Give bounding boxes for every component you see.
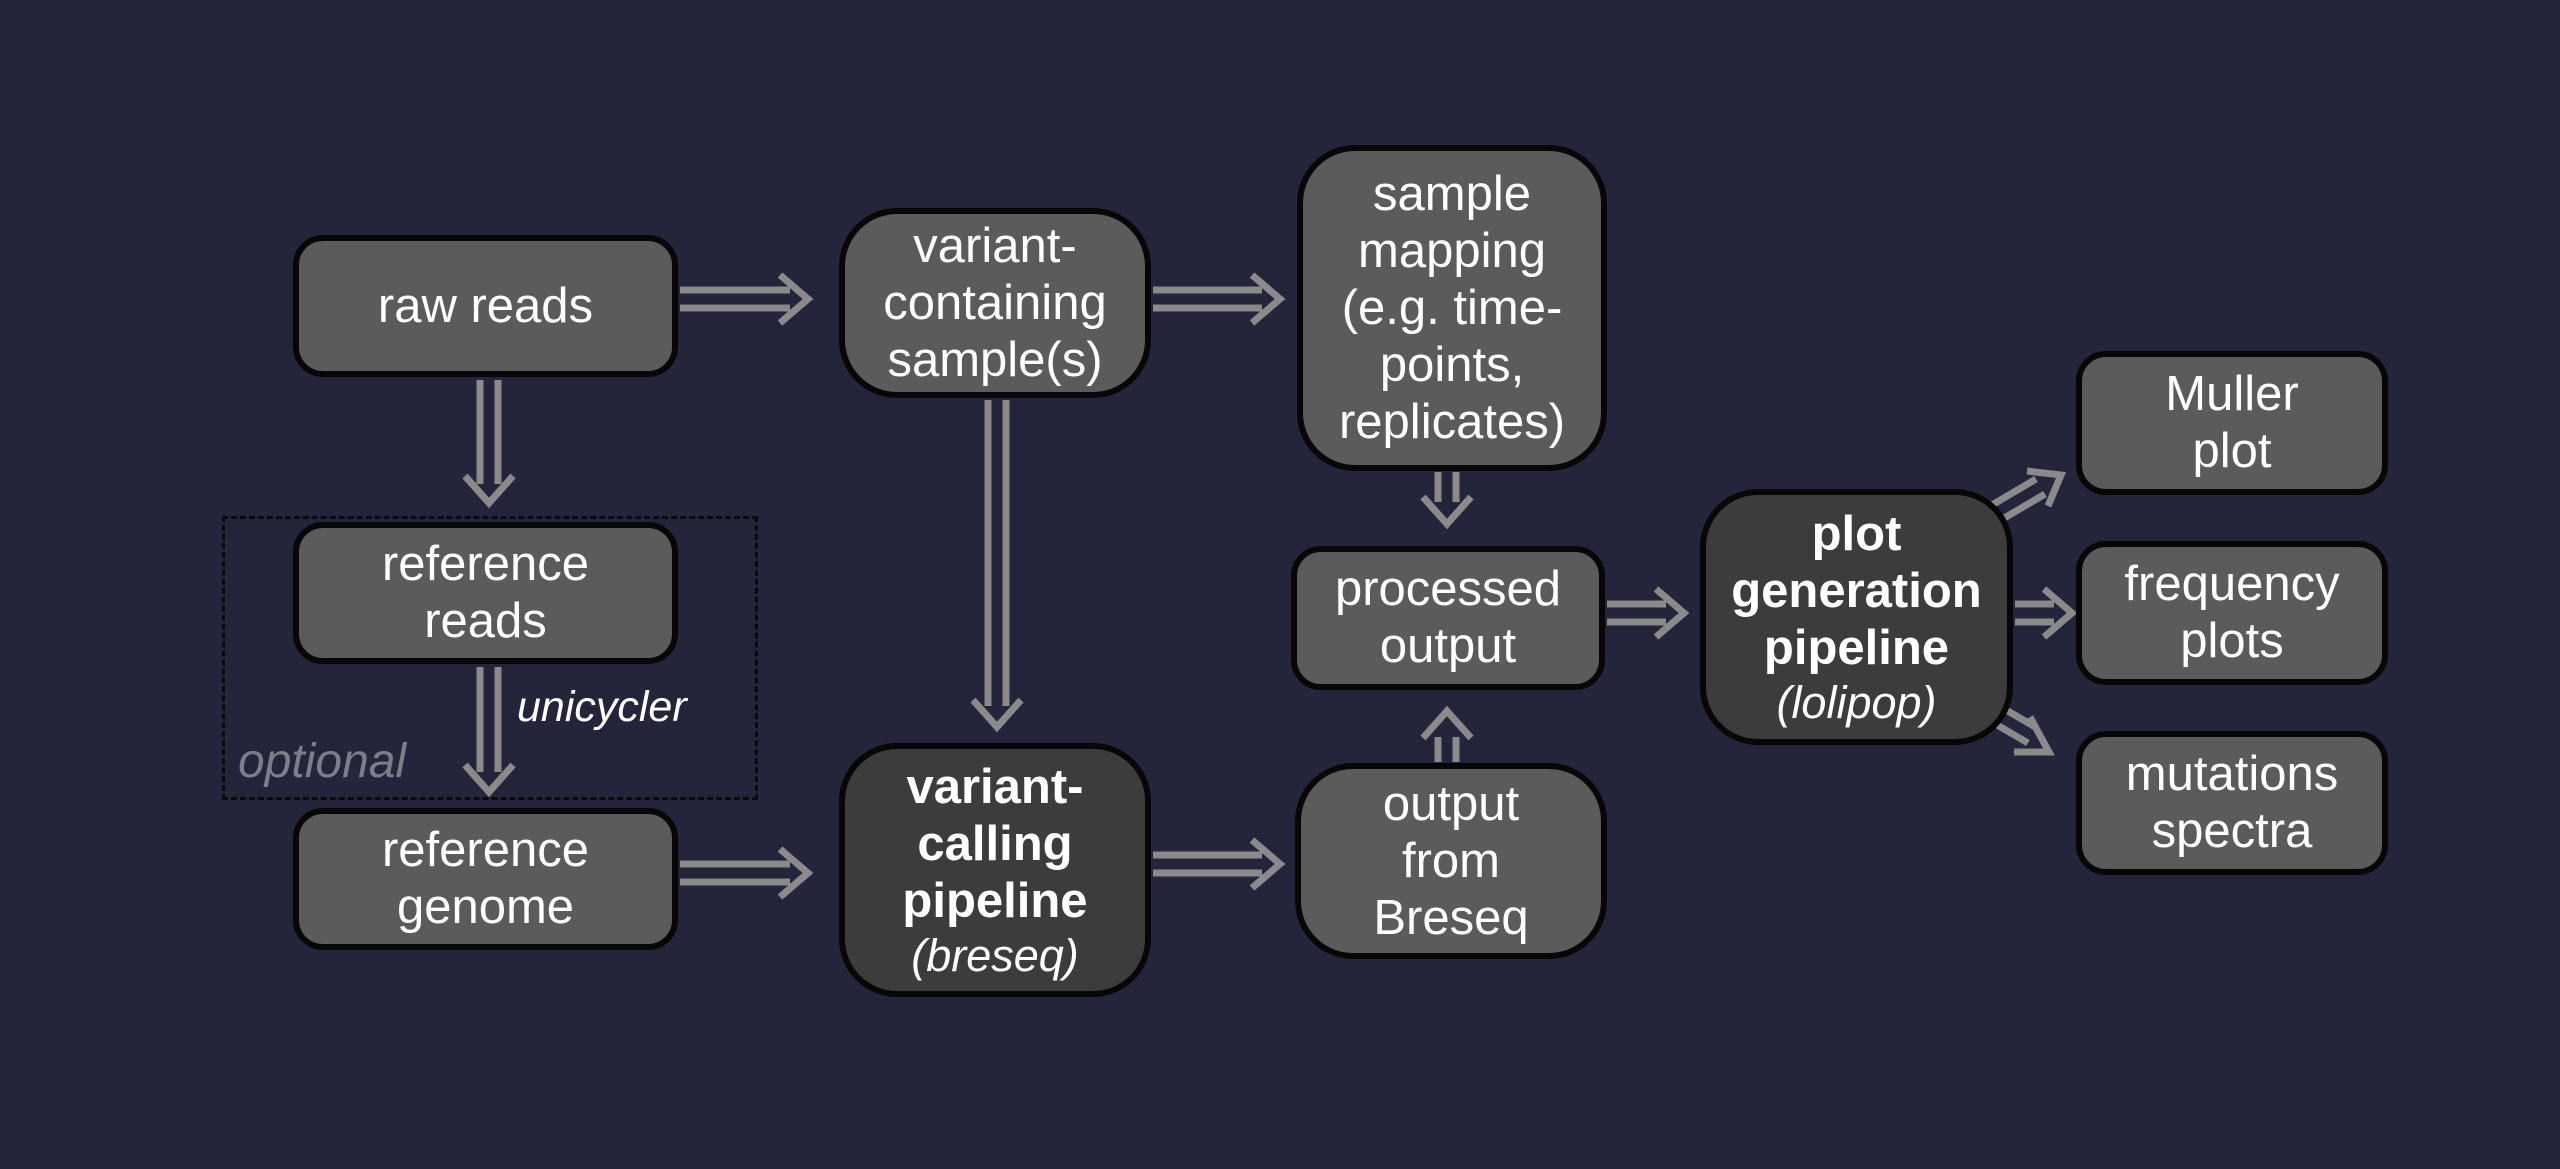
arrow-plot-to-frequency: [2015, 586, 2078, 640]
sample-mapping-node: sample mapping (e.g. time- points, repli…: [1297, 145, 1607, 471]
variant-calling-pipeline-node: variant- calling pipeline (breseq): [839, 743, 1151, 997]
output-from-breseq-node: output from Breseq: [1295, 763, 1607, 959]
optional-region: [222, 516, 758, 800]
arrow-sample-to-pipeline: [970, 400, 1024, 733]
arrow-mapping-to-processed: [1420, 472, 1474, 530]
unicycler-label: unicycler: [517, 683, 687, 731]
reference-genome-node: reference genome: [293, 808, 678, 950]
arrow-raw-to-sample: [680, 272, 814, 326]
arrow-pipeline-to-breseq: [1153, 837, 1286, 891]
arrow-genome-to-pipeline: [680, 846, 814, 900]
optional-label: optional: [238, 735, 407, 788]
arrow-raw-to-reference-reads: [462, 380, 516, 509]
plot-generation-pipeline-node: plot generation pipeline (lolipop): [1700, 489, 2013, 745]
frequency-plots-node: frequency plots: [2076, 541, 2388, 685]
arrow-breseq-to-processed: [1420, 705, 1474, 762]
mutations-spectra-node: mutations spectra: [2076, 731, 2388, 875]
arrow-processed-to-plot: [1607, 586, 1690, 640]
muller-plot-node: Muller plot: [2076, 351, 2388, 495]
arrow-plot-to-muller: [1990, 467, 2067, 524]
variant-containing-samples-node: variant- containing sample(s): [839, 208, 1151, 398]
reference-reads-node: reference reads: [293, 522, 678, 664]
processed-output-node: processed output: [1291, 546, 1605, 690]
raw-reads-node: raw reads: [293, 235, 678, 377]
arrow-sample-to-mapping: [1153, 272, 1286, 326]
arrow-reference-reads-to-genome: [462, 667, 516, 798]
